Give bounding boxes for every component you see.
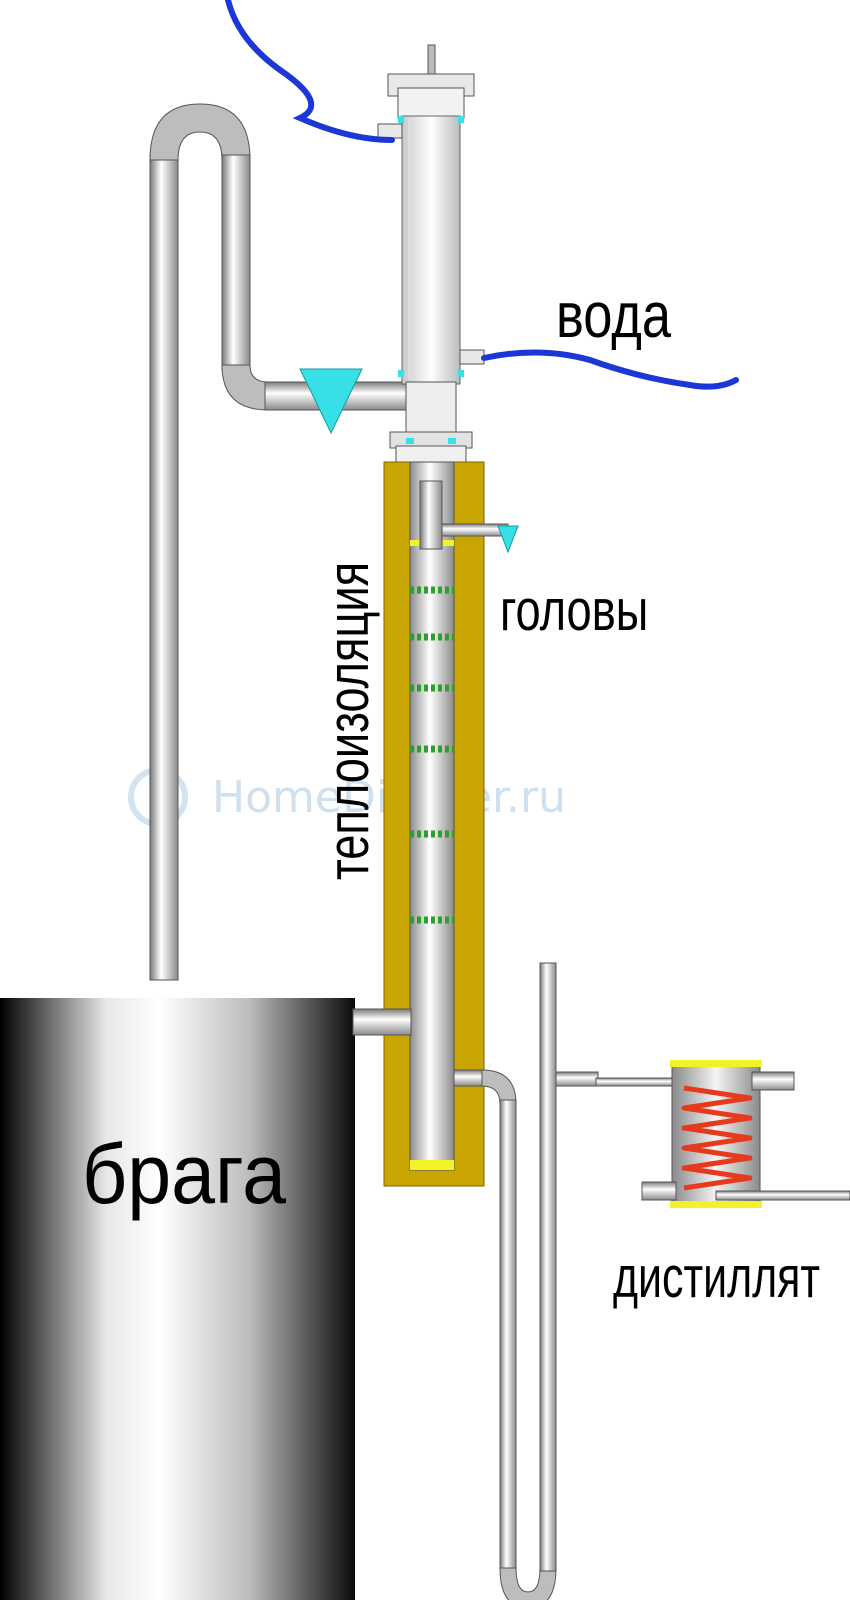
label-distillate: дистиллят [613, 1245, 820, 1310]
label-insulation: теплоизоляция [317, 562, 382, 880]
column [409, 461, 455, 1171]
label-heads: головы [500, 579, 648, 644]
label-water: вода [556, 280, 672, 351]
distillate-cooler [641, 1060, 850, 1208]
vapour-valve-icon [299, 368, 363, 435]
packing-rings [410, 586, 454, 924]
vapour-pipe [149, 103, 411, 981]
dephlegmator [377, 44, 485, 463]
coil-icon [681, 1085, 753, 1191]
water-outlet-hose [481, 349, 739, 390]
heads-valve-icon [497, 525, 519, 554]
mash-tank [0, 998, 412, 1600]
water-inlet-hose [225, 0, 395, 143]
label-mash: брага [82, 1128, 287, 1222]
distillate-line [453, 962, 673, 1600]
